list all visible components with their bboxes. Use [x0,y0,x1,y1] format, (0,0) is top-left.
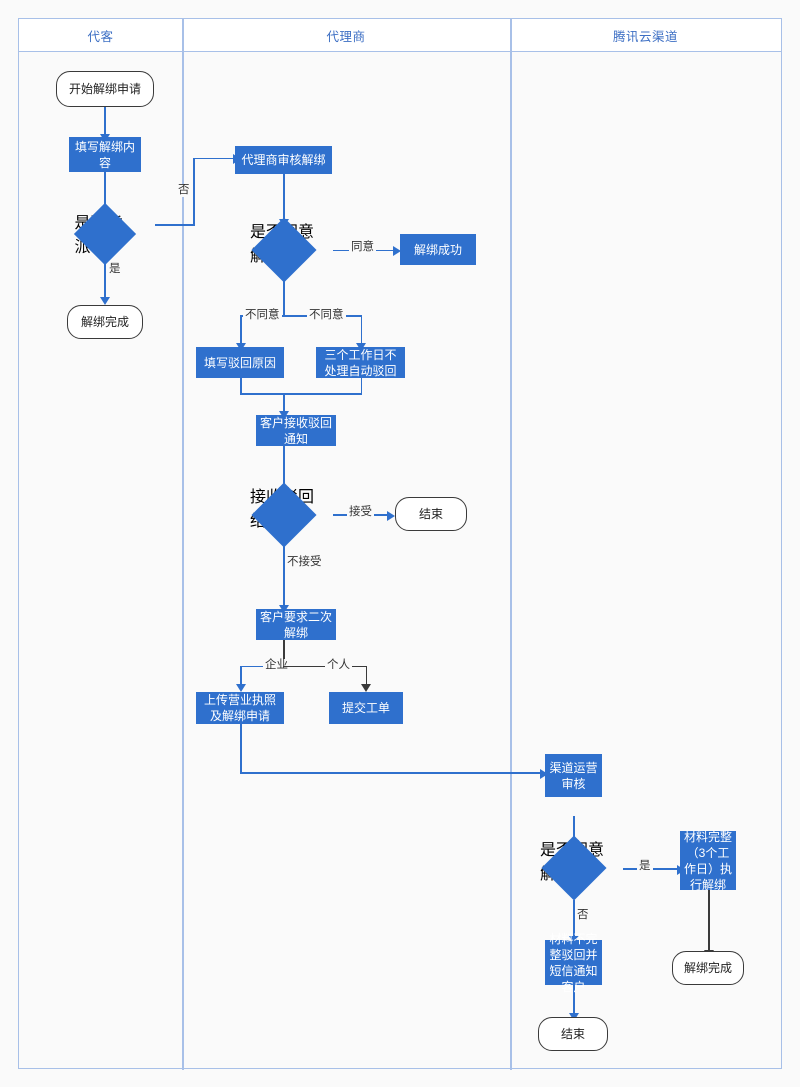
node-agent-review-unbind-label: 代理商审核解绑 [241,153,326,167]
edge-label-personal: 个人 [325,659,352,672]
edge-label-assign-yes: 是 [107,263,123,276]
edge-merge-h [240,393,362,395]
edge-label-enterprise: 企业 [263,659,290,672]
edge-ops-to-decide-v [573,816,575,844]
edge-label-disagree-2: 不同意 [307,309,346,322]
edge-label-not-accept: 不接受 [285,556,324,569]
edge-assign-no-h1 [155,224,195,226]
node-end-agent-label: 结束 [418,506,443,521]
node-materials-complete-execute-unbind-label: 材料完整（3个工作日）执行解绑 [683,829,732,892]
edge-notaccept-v [283,546,285,609]
node-decision-agree-unbind-ops[interactable]: 是否同意解绑 [540,835,607,901]
edge-fill-to-assign [104,171,106,217]
node-unbind-success[interactable]: 解绑成功 [400,234,476,265]
node-materials-incomplete-reject-sms-label: 材料不完整驳回并短信通知客户 [549,931,598,994]
decision-agree-unbind-agent-shape [251,217,317,283]
node-unbind-complete-left-label: 解绑完成 [80,314,129,329]
node-customer-requests-second-unbind-label: 客户要求二次解绑 [259,609,332,640]
edge-second-split-v [283,639,285,666]
edge-enterprise-h [240,665,284,668]
lane-header-tencent: 腾讯云渠道 [510,19,781,52]
edge-agentreview-to-decide [283,174,285,224]
edge-label-accept: 接受 [347,506,374,519]
edge-disagree-v0 [283,281,285,316]
node-submit-ticket[interactable]: 提交工单 [329,692,403,724]
node-fill-reject-reason-label: 填写驳回原因 [203,355,276,370]
edge-label-agree: 同意 [349,241,376,254]
node-decision-agree-unbind-agent[interactable]: 是否同意解绑 [250,217,317,283]
node-auto-reject-3-days-label: 三个工作日不处理自动驳回 [324,347,397,378]
edge-upload-to-ops-arrow [540,768,548,779]
edge-upload-down-v [240,723,242,773]
node-unbind-complete-left[interactable]: 解绑完成 [67,305,143,339]
lane-header-agent: 代理商 [182,19,510,52]
decision-assign-customer-shape [73,202,136,266]
node-auto-reject-3-days[interactable]: 三个工作日不处理自动驳回 [316,347,405,378]
node-upload-license-and-application[interactable]: 上传营业执照及解绑申请 [196,692,284,724]
edge-upload-to-ops-h [240,772,545,774]
edge-label-ops-no: 否 [575,909,591,922]
edge-disagree-left-v [240,315,242,347]
edge-reject-to-end-v [573,985,575,1017]
decision-agree-unbind-ops-shape [541,835,607,901]
node-channel-ops-review[interactable]: 渠道运营审核 [545,754,602,797]
edge-accept-arrow [387,510,395,521]
node-fill-unbind-content[interactable]: 填写解绑内容 [69,137,141,172]
lane-header-customer: 代客 [19,19,182,52]
lane-header-customer-label: 代客 [87,29,114,44]
edge-assign-no-h2 [193,157,235,160]
node-unbind-complete-right[interactable]: 解绑完成 [672,951,744,985]
edge-exec-to-done-v [708,890,710,954]
node-materials-complete-execute-unbind[interactable]: 材料完整（3个工作日）执行解绑 [680,829,736,892]
node-start-unbind-request[interactable]: 开始解绑申请 [56,71,154,107]
node-agent-review-unbind[interactable]: 代理商审核解绑 [235,146,332,174]
edge-assign-no-v [193,157,195,226]
edge-personal-arrow [361,684,371,692]
node-unbind-success-label: 解绑成功 [413,242,462,257]
edge-personal-v [365,665,368,688]
node-decision-assign-customer[interactable]: 是否指派客户 [73,202,136,266]
node-channel-ops-review-label: 渠道运营审核 [549,760,598,791]
lane-header-tencent-label: 腾讯云渠道 [612,29,678,44]
node-end-tencent-label: 结束 [560,1026,585,1041]
decision-receive-reject-result-shape [251,482,317,548]
node-decision-receive-reject-result[interactable]: 接收驳回结果 [250,482,317,548]
node-customer-requests-second-unbind[interactable]: 客户要求二次解绑 [256,609,336,640]
edge-notify-to-result [283,445,285,491]
edge-agree-arrow [393,246,401,256]
node-fill-unbind-content-label: 填写解绑内容 [74,139,135,170]
edge-label-assign-no: 否 [176,184,192,197]
node-upload-license-and-application-label: 上传营业执照及解绑申请 [203,693,276,723]
lane-header-agent-label: 代理商 [326,29,366,44]
edge-disagree-split-h [240,315,362,317]
edge-ops-no-v [573,900,575,940]
edge-disagree-right-v [360,315,363,347]
lane-divider-2 [510,19,512,1070]
edge-merge-right-v [360,378,363,394]
edge-enterprise-v [240,665,242,688]
edge-assign-yes [104,259,106,301]
edge-merge-left-v [240,378,242,394]
edge-label-ops-yes: 是 [637,860,653,873]
edge-label-disagree-1: 不同意 [243,309,282,322]
node-customer-receives-reject-notice[interactable]: 客户接收驳回通知 [256,415,336,446]
node-submit-ticket-label: 提交工单 [341,701,390,715]
edge-start-to-fill [104,107,106,137]
node-end-agent[interactable]: 结束 [395,497,467,531]
flowchart-canvas: 代客 代理商 腾讯云渠道 是 否 同意 不同意 不同意 [18,18,782,1070]
node-end-tencent[interactable]: 结束 [538,1017,608,1051]
node-customer-receives-reject-notice-label: 客户接收驳回通知 [259,415,332,446]
edge-assign-yes-arrow [100,297,110,305]
node-start-unbind-request-label: 开始解绑申请 [68,81,141,96]
node-fill-reject-reason[interactable]: 填写驳回原因 [196,347,284,378]
edge-merge-to-notify-v [283,393,285,415]
node-materials-incomplete-reject-sms[interactable]: 材料不完整驳回并短信通知客户 [545,932,602,994]
node-unbind-complete-right-label: 解绑完成 [683,960,732,975]
lane-divider-1 [182,19,184,1070]
edge-enterprise-arrow [236,684,246,692]
